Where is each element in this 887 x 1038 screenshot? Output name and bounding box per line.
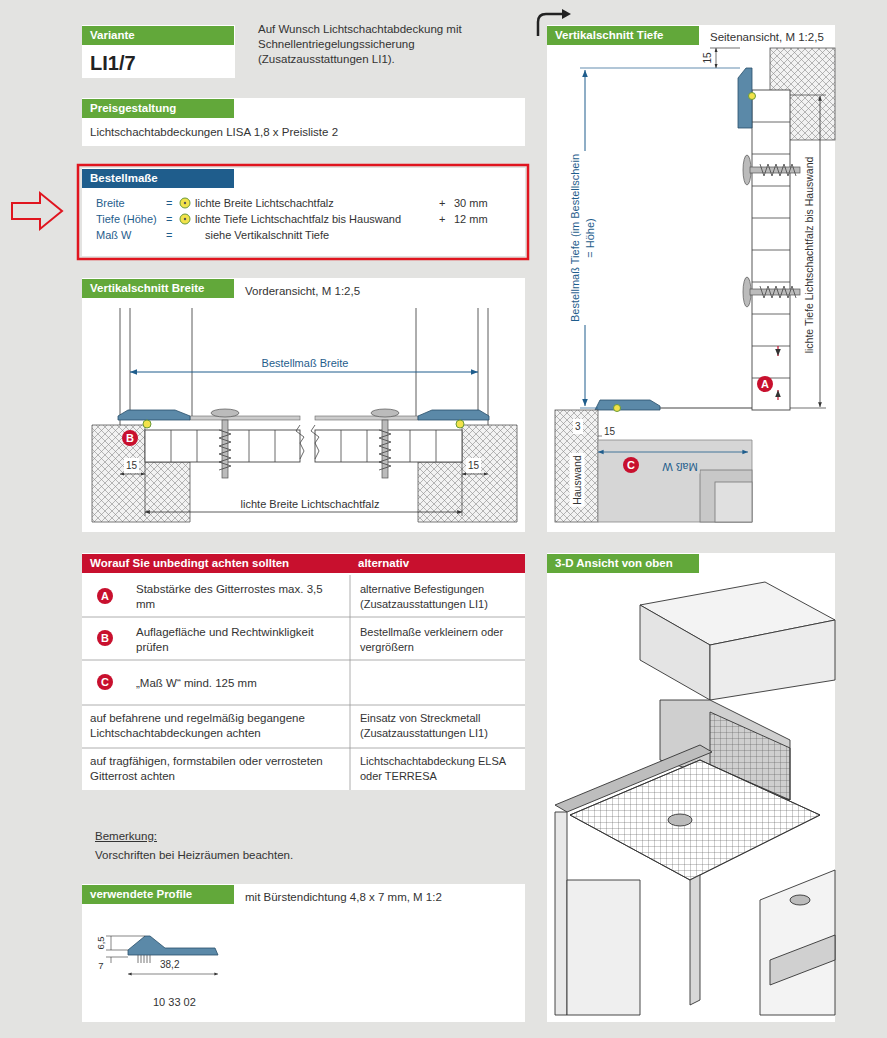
- width-section-drawing: [92, 308, 517, 522]
- panel-heading: Vertikalschnitt Tiefe: [547, 26, 699, 45]
- variant-panel: VarianteLI1/7: [82, 25, 235, 78]
- panel-heading: verwendete Profile: [82, 885, 234, 904]
- remark-text: Vorschriften bei Heizräumen beachten.: [95, 848, 293, 863]
- row-label: Breite: [96, 196, 125, 211]
- dimension-label: lichte Tiefe Lichtschachtfalz bis Hauswa…: [802, 155, 817, 356]
- table-cell: Bestellmaße verkleinern oder vergrößern: [360, 625, 522, 655]
- depth-section-drawing: [555, 48, 835, 522]
- row-text: siehe Vertikalschnitt Tiefe: [205, 228, 329, 243]
- variant-code: LI1/7: [90, 51, 136, 75]
- row-text: lichte Breite Lichtschachtfalz: [195, 196, 334, 211]
- dimension-value: 38,2: [160, 957, 179, 972]
- equals-sign: =: [166, 196, 172, 211]
- table-cell: Auflagefläche und Rechtwinkligkeit prüfe…: [136, 625, 341, 655]
- dimension-label: lichte Breite Lichtschachtfalz: [225, 497, 395, 512]
- pointer-arrow: [12, 193, 62, 229]
- iso-view-panel: 3-D Ansicht von oben: [547, 553, 835, 1022]
- equals-sign: =: [166, 212, 172, 227]
- panel-heading: Vertikalschnitt Breite: [82, 279, 234, 298]
- panel-heading: Preisgestaltung: [82, 99, 234, 118]
- table-grid: [82, 575, 525, 790]
- panel-heading: 3-D Ansicht von oben: [547, 554, 699, 573]
- measure-icons: [180, 198, 190, 224]
- callout-letter: B: [97, 630, 113, 646]
- table-cell: Lichtschachtabdeckung ELSA oder TERRESA: [360, 754, 522, 784]
- dimension-value: 6,5: [93, 936, 108, 949]
- panel-heading: alternativ: [350, 554, 525, 573]
- panel-grounds: [82, 25, 835, 1022]
- callout-letter: A: [97, 588, 113, 604]
- panel-heading: Variante: [82, 26, 234, 45]
- table-cell: Stabstärke des Gitterrostes max. 3,5 mm: [136, 582, 341, 612]
- dimension-value: 15: [466, 458, 481, 473]
- wall-label: Hauswand: [570, 453, 585, 507]
- table-cell: auf tragfähigen, formstabilen oder verro…: [90, 754, 345, 784]
- iso-view-drawing: [555, 582, 835, 1015]
- callout-letter: C: [623, 457, 639, 473]
- pricing-text: Lichtschachtabdeckungen LISA 1,8 x Preis…: [90, 125, 338, 140]
- plus-sign: +: [439, 212, 445, 227]
- dimension-label: Bestellmaß Tiefe (im Bestellschein = Höh…: [568, 151, 598, 325]
- callout-letter: B: [122, 430, 138, 446]
- row-label: Maß W: [96, 228, 131, 243]
- panel-heading: Worauf Sie unbedingt achten sollten: [82, 554, 350, 573]
- callout-letter: A: [757, 376, 773, 392]
- row-label: Tiefe (Höhe): [96, 212, 157, 227]
- table-cell: Einsatz von Streckmetall (Zusatzausstatt…: [360, 711, 522, 741]
- profile-note: mit Bürstendichtung 4,8 x 7 mm, M 1:2: [245, 890, 442, 905]
- equals-sign: =: [166, 228, 172, 243]
- table-cell: „Maß W“ mind. 125 mm: [136, 676, 341, 691]
- order-dimensions-panel: BestellmaßeBreite = lichte Breite Lichtsch…: [82, 168, 525, 256]
- table-cell: auf befahrene und regelmäßig begangene L…: [90, 711, 345, 741]
- dimension-value: 3: [573, 419, 583, 434]
- remark-heading: Bemerkung:: [95, 829, 157, 844]
- dimension-value: 15: [602, 424, 617, 439]
- highlight-frame: [78, 165, 528, 259]
- scale-note: Vorderansicht, M 1:2,5: [245, 284, 360, 299]
- plus-sign: +: [439, 196, 445, 211]
- row-text: lichte Tiefe Lichtschachtfalz bis Hauswa…: [195, 212, 401, 227]
- width-section-panel: Vertikalschnitt Breite Vorderansicht, M 1…: [82, 278, 525, 532]
- row-value: 30 mm: [454, 196, 488, 211]
- table-cell: alternative Befestigungen (Zusatzausstat…: [360, 582, 522, 612]
- callout-letter: C: [97, 674, 113, 690]
- profile-panel: verwendete Profile mit Bürstendichtung 4,…: [82, 884, 525, 1022]
- dimension-value: 7: [98, 958, 103, 973]
- dimension-label: Bestellmaß Breite: [250, 356, 360, 371]
- panel-heading: Bestellmaße: [82, 169, 234, 188]
- article-number: 10 33 02: [153, 995, 196, 1010]
- dimension-value: 15: [700, 50, 715, 65]
- dimension-value: 15: [124, 458, 139, 473]
- pricing-panel: PreisgestaltungLichtschachtabdeckungen L…: [82, 98, 525, 146]
- dimension-label: Maß W: [660, 459, 699, 474]
- profile-drawing: [106, 936, 218, 974]
- description-note: Auf Wunsch Lichtschachtabdeckung mit Sch…: [258, 22, 473, 67]
- row-value: 12 mm: [454, 212, 488, 227]
- scale-note: Seitenansicht, M 1:2,5: [710, 30, 824, 45]
